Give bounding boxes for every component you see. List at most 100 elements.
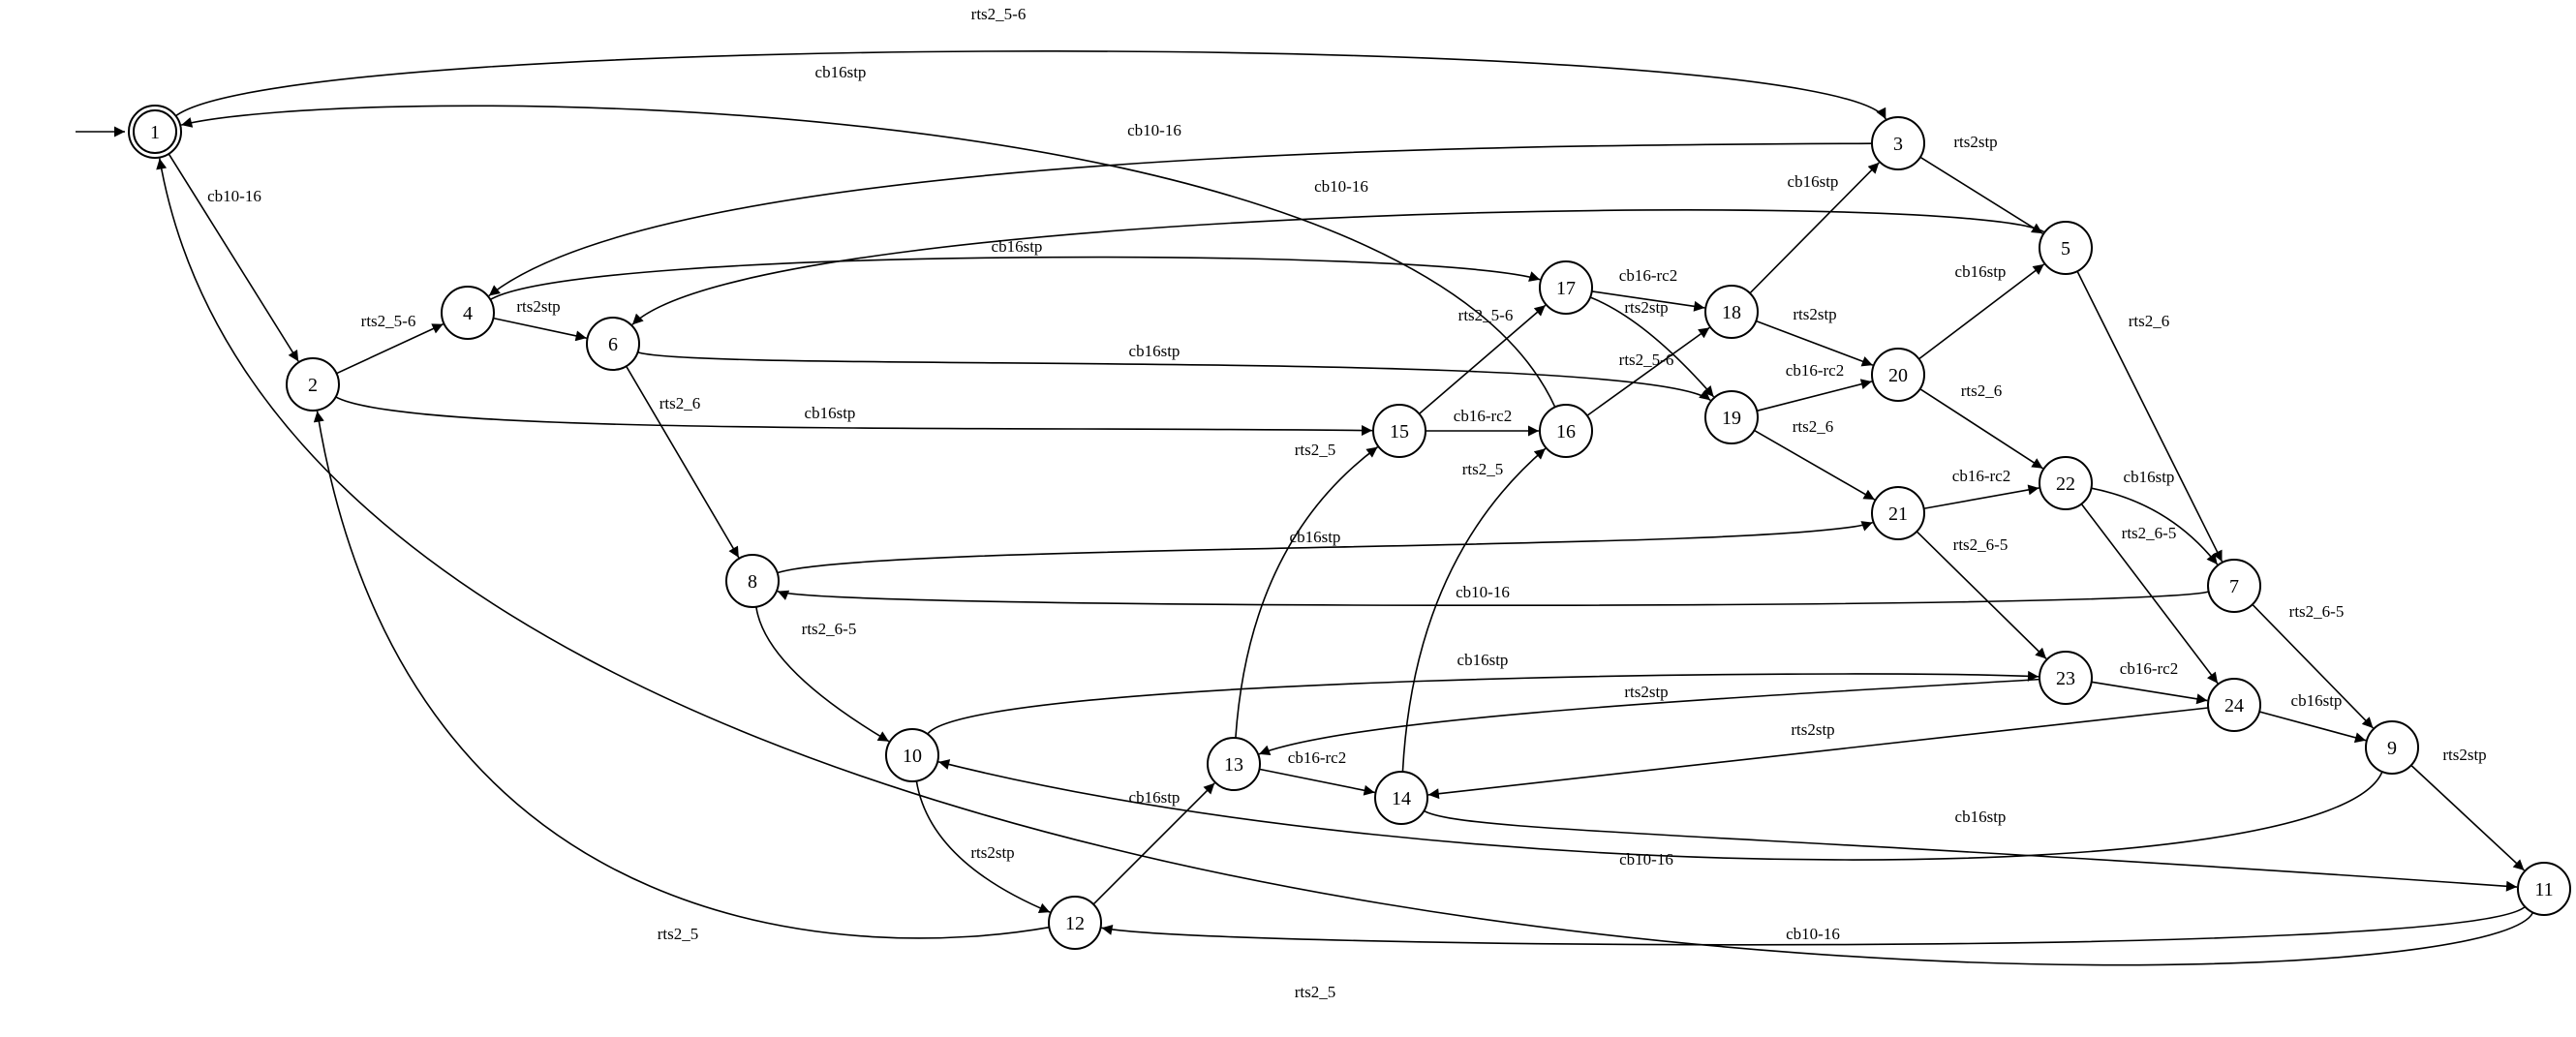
state-label: 11 <box>2534 879 2553 900</box>
state-circle <box>2365 720 2419 775</box>
transition-7-to-8 <box>777 590 2209 607</box>
transition-label-1-to-3: rts2_5-6 <box>971 5 1027 23</box>
transition-3-to-4 <box>488 142 1873 297</box>
transition-label-14-to-11: cb16stp <box>1955 808 2007 826</box>
state-7: 7 <box>2207 559 2261 613</box>
accepting-ring <box>133 109 177 154</box>
transition-label-19-to-20: cb16-rc2 <box>1786 361 1844 380</box>
state-label: 5 <box>2061 238 2070 259</box>
transition-label-2-to-15: cb16stp <box>805 404 856 422</box>
transition-label-12-to-2: rts2_5 <box>658 925 699 943</box>
transition-label-13-to-14: cb16-rc2 <box>1288 748 1346 767</box>
transition-label-2-to-4: rts2_5-6 <box>361 312 416 330</box>
state-circle <box>885 728 939 782</box>
transition-label-21-to-22: cb16-rc2 <box>1952 467 2010 485</box>
state-24: 24 <box>2207 678 2261 732</box>
state-2: 2 <box>286 357 340 412</box>
state-21: 21 <box>1871 486 1925 540</box>
state-circle <box>1871 348 1925 402</box>
transition-12-to-2 <box>313 411 1050 939</box>
state-label: 20 <box>1888 365 1908 386</box>
transition-24-to-9 <box>2258 711 2367 744</box>
transition-5-to-7 <box>2076 270 2223 563</box>
edges-layer <box>76 50 2534 966</box>
transition-6-to-8 <box>625 365 740 559</box>
state-22: 22 <box>2039 456 2093 510</box>
transition-10-to-12 <box>915 780 1051 913</box>
state-label: 10 <box>903 746 922 767</box>
state-10: 10 <box>885 728 939 782</box>
transition-19-to-21 <box>1754 429 1876 501</box>
transition-label-18-to-3: cb16stp <box>1788 172 1839 191</box>
transition-8-to-21 <box>777 521 1873 574</box>
transition-10-to-23 <box>927 670 2039 735</box>
transition-label-20-to-5: cb16stp <box>1955 262 2007 281</box>
transition-label-17-to-19: rts2stp <box>1624 298 1668 317</box>
transition-2-to-15 <box>335 396 1373 437</box>
transition-1-to-2 <box>168 153 299 362</box>
state-13: 13 <box>1207 737 1261 791</box>
transition-label-5-to-7: rts2_6 <box>2129 312 2170 330</box>
transition-label-7-to-9: rts2_6-5 <box>2289 602 2345 621</box>
transition-17-to-19 <box>1589 296 1715 398</box>
state-label: 1 <box>150 122 160 143</box>
transition-label-11-to-1: rts2_5 <box>1295 983 1336 1001</box>
state-20: 20 <box>1871 348 1925 402</box>
state-label: 12 <box>1065 913 1085 934</box>
transition-label-3-to-5: rts2stp <box>1953 133 1997 151</box>
transition-5-to-6 <box>631 209 2045 325</box>
transition-label-7-to-8: cb10-16 <box>1456 583 1510 601</box>
transition-12-to-13 <box>1092 782 1215 905</box>
state-circle <box>2207 678 2261 732</box>
state-label: 17 <box>1556 278 1576 299</box>
transition-21-to-23 <box>1916 531 2047 659</box>
transition-label-5-to-6: cb10-16 <box>1314 177 1368 196</box>
state-circle <box>1871 486 1925 540</box>
transition-label-8-to-10: rts2_6-5 <box>802 620 857 638</box>
transition-24-to-14 <box>1427 707 2209 800</box>
state-3: 3 <box>1871 116 1925 170</box>
state-circle <box>2039 456 2093 510</box>
state-label: 6 <box>608 334 618 355</box>
state-circle <box>2207 559 2261 613</box>
transition-11-to-1 <box>156 158 2534 966</box>
state-circle <box>2517 862 2571 916</box>
transition-label-17-to-18: cb16-rc2 <box>1619 266 1677 285</box>
state-circle <box>586 317 640 371</box>
transition-label-16-to-18: rts2_5-6 <box>1619 351 1674 369</box>
state-12: 12 <box>1048 896 1102 950</box>
transition-label-24-to-9: cb16stp <box>2291 691 2343 710</box>
transition-17-to-18 <box>1591 290 1705 312</box>
state-8: 8 <box>725 554 780 608</box>
state-circle <box>286 357 340 412</box>
transition-label-4-to-17: cb16stp <box>992 237 1043 256</box>
state-label: 4 <box>463 303 473 324</box>
transition-label-6-to-8: rts2_6 <box>659 394 701 412</box>
state-label: 15 <box>1390 421 1409 442</box>
state-19: 19 <box>1704 390 1759 444</box>
transition-label-13-to-15: rts2_5 <box>1295 441 1336 459</box>
state-16: 16 <box>1539 404 1593 458</box>
transition-1-to-3 <box>175 50 1887 120</box>
state-label: 2 <box>308 375 318 396</box>
transition-label-12-to-13: cb16stp <box>1129 788 1181 807</box>
state-label: 13 <box>1224 754 1243 776</box>
transition-label-11-to-12: cb10-16 <box>1786 925 1840 943</box>
transition-label-10-to-12: rts2stp <box>970 843 1014 862</box>
transition-4-to-17 <box>489 256 1541 301</box>
state-11: 11 <box>2517 862 2571 916</box>
transition-11-to-12 <box>1101 905 2526 946</box>
transition-label-9-to-11: rts2stp <box>2442 746 2486 764</box>
transition-21-to-22 <box>1923 484 2039 510</box>
state-15: 15 <box>1372 404 1426 458</box>
state-circle <box>1207 737 1261 791</box>
transition-label-23-to-24: cb16-rc2 <box>2120 659 2178 678</box>
transition-label-15-to-17: rts2_5-6 <box>1458 306 1514 324</box>
transition-label-14-to-16: rts2_5 <box>1462 460 1504 478</box>
transition-14-to-11 <box>1424 809 2518 892</box>
state-circle <box>725 554 780 608</box>
state-9: 9 <box>2365 720 2419 775</box>
transition-19-to-20 <box>1756 379 1873 412</box>
state-label: 18 <box>1722 302 1741 323</box>
